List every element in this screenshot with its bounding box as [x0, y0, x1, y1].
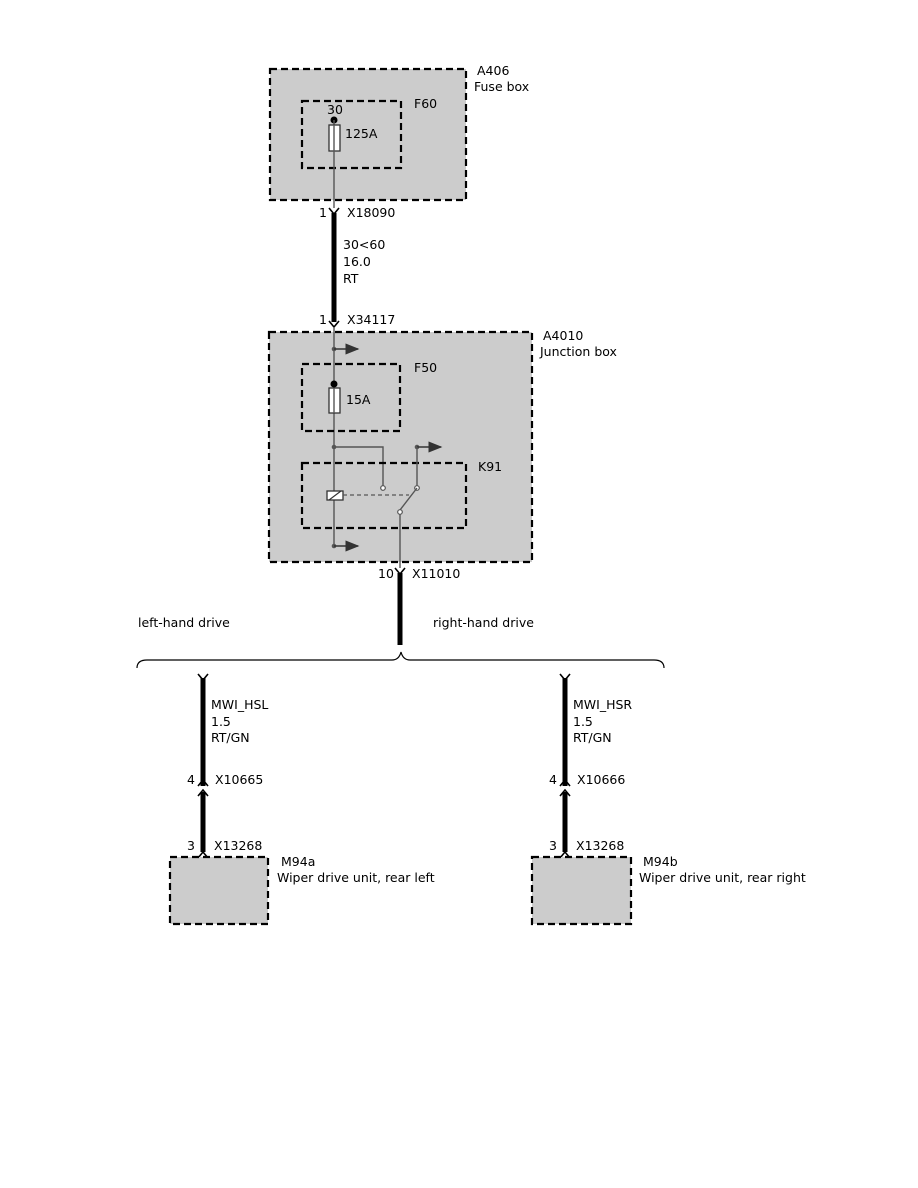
relay-k91-frame	[300, 461, 468, 530]
connector-x34117-id: X34117	[347, 312, 395, 327]
fuse-f50-id: F50	[414, 360, 437, 375]
fuse-box-id: A406	[477, 63, 509, 78]
terminal-dot-icon	[330, 380, 338, 388]
left-conn-lower-pin: 3	[187, 838, 195, 853]
right-conn-lower-id: X13268	[576, 838, 624, 853]
left-device-id: M94a	[281, 854, 315, 869]
branch-left-label: left-hand drive	[138, 615, 230, 630]
fuse-f50-frame	[300, 362, 402, 433]
right-wire-color: RT/GN	[573, 730, 612, 745]
right-device-name: Wiper drive unit, rear right	[639, 870, 806, 885]
connector-x11010-pin: 10	[378, 566, 394, 581]
connector-x18090-id: X18090	[347, 205, 395, 220]
branch-brace	[136, 651, 665, 669]
right-conn-lower-pin: 3	[549, 838, 557, 853]
left-wire-signal: MWI_HSL	[211, 697, 268, 712]
right-wire-signal: MWI_HSR	[573, 697, 632, 712]
connector-x11010-id: X11010	[412, 566, 460, 581]
left-conn-upper-pin: 4	[187, 772, 195, 787]
right-conn-upper-id: X10666	[577, 772, 625, 787]
left-wire-gauge: 1.5	[211, 714, 231, 729]
fuse-f60-frame	[300, 99, 403, 170]
wire-main-signal: 30<60	[343, 237, 385, 252]
junction-box-name: Junction box	[539, 344, 617, 359]
wire-main-gauge: 16.0	[343, 254, 371, 269]
left-device-name: Wiper drive unit, rear left	[277, 870, 435, 885]
device-m94a	[168, 855, 270, 926]
left-conn-upper-id: X10665	[215, 772, 263, 787]
branch-right-label: right-hand drive	[433, 615, 534, 630]
relay-k91-id: K91	[478, 459, 502, 474]
device-m94b	[530, 855, 633, 926]
wire-main-color: RT	[343, 271, 359, 286]
fuse-f60-rating: 125A	[345, 126, 378, 141]
junction-box-id: A4010	[543, 328, 583, 343]
left-wire-color: RT/GN	[211, 730, 250, 745]
left-conn-lower-id: X13268	[214, 838, 262, 853]
fuse-f50-rating: 15A	[346, 392, 371, 407]
fuse-f60-terminal: 30	[327, 102, 343, 117]
right-wire-gauge: 1.5	[573, 714, 593, 729]
fuse-f60-id: F60	[414, 96, 437, 111]
right-conn-upper-pin: 4	[549, 772, 557, 787]
right-device-id: M94b	[643, 854, 678, 869]
connector-x18090-pin: 1	[319, 205, 327, 220]
connector-x10666-icon	[559, 778, 571, 787]
connector-x34117-pin: 1	[319, 312, 327, 327]
relay-switch-icon	[399, 487, 418, 511]
connector-x10665-icon	[197, 778, 209, 787]
fuse-box-name: Fuse box	[474, 79, 529, 94]
